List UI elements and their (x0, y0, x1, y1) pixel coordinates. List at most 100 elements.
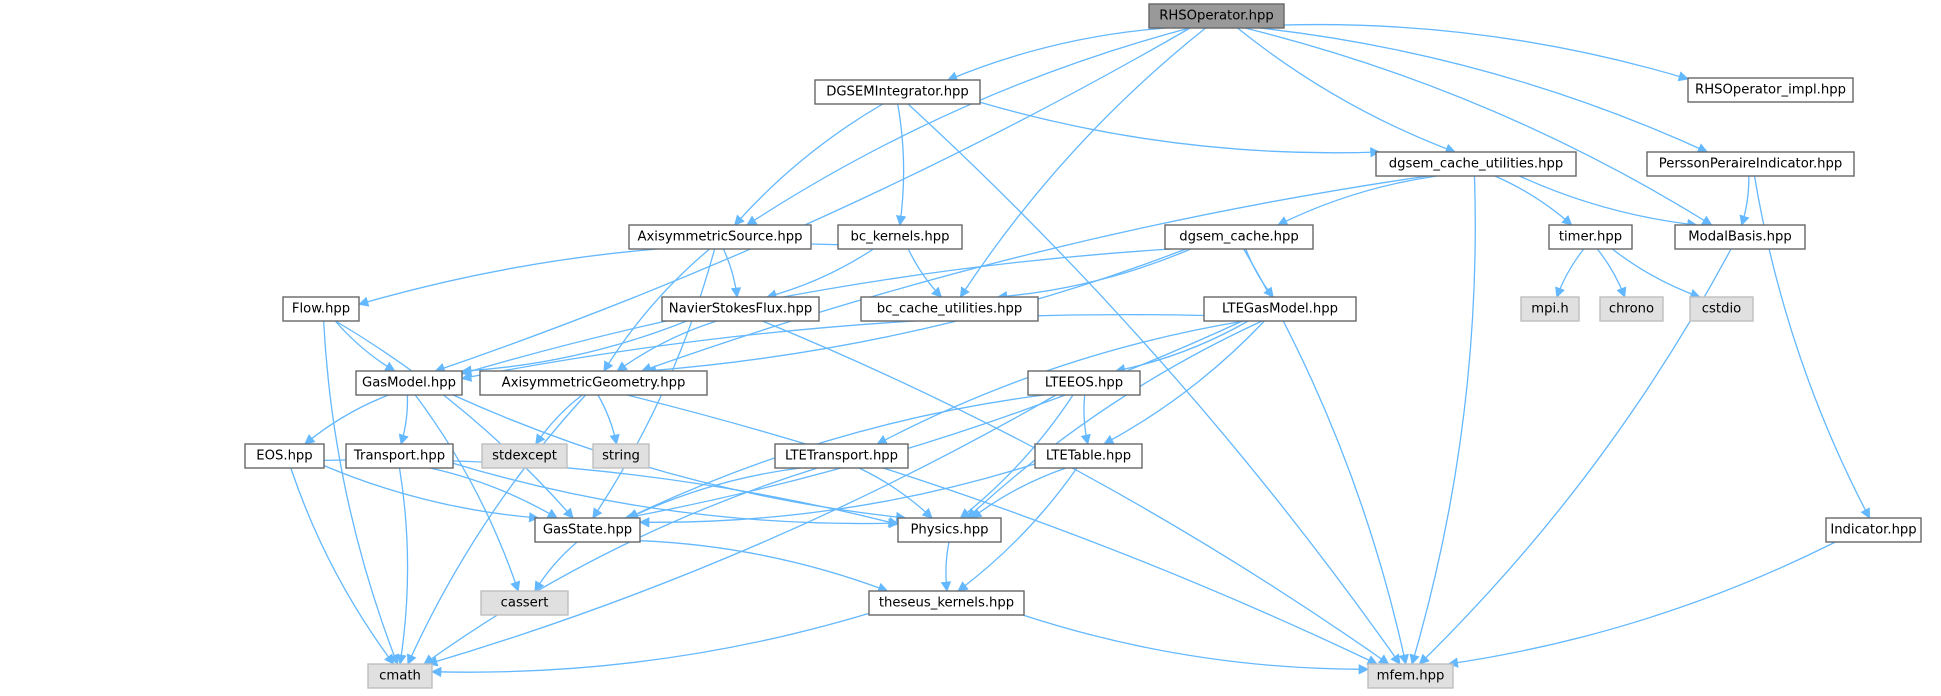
node-gasmodel[interactable]: GasModel.hpp (355, 370, 463, 396)
edge-ltegas-to-ltetrans (876, 320, 1245, 445)
node-box (837, 224, 963, 250)
node-box (868, 590, 1025, 616)
edge-gasmodel-to-cassert (414, 394, 521, 592)
node-cacheutil[interactable]: dgsem_cache_utilities.hpp (1375, 151, 1577, 177)
node-physics[interactable]: Physics.hpp (897, 517, 1002, 543)
node-bcutil[interactable]: bc_cache_utilities.hpp (860, 296, 1039, 322)
edge-cache-to-axigeo (645, 248, 1187, 376)
node-label: cmath (379, 669, 421, 684)
node-label: LTETransport.hpp (785, 449, 898, 464)
node-flow[interactable]: Flow.hpp (282, 296, 360, 322)
node-modal[interactable]: ModalBasis.hpp (1674, 224, 1806, 250)
edge-ltegas-to-gasstate (624, 320, 1243, 522)
edge-cacheutil-to-mfem (1409, 175, 1476, 665)
node-label: LTEEOS.hpp (1045, 376, 1123, 391)
edge-rhs-to-cacheutil (1237, 27, 1456, 154)
edge-rhs-to-persson (1259, 27, 1709, 153)
node-box (897, 517, 1002, 543)
edge-axigeo-to-stdexcept (535, 394, 583, 445)
node-rhs[interactable]: RHSOperator.hpp (1148, 3, 1285, 29)
edge-rhs-to-rhsimpl (1283, 23, 1689, 82)
node-label: bc_cache_utilities.hpp (877, 302, 1023, 317)
node-label: chrono (1609, 302, 1654, 317)
node-string: string (592, 443, 650, 469)
node-ltegas[interactable]: LTEGasModel.hpp (1203, 296, 1357, 322)
node-box (628, 224, 812, 250)
node-box (860, 296, 1039, 322)
edge-lteeos-to-ltetable (1080, 394, 1091, 446)
node-box (534, 517, 641, 543)
node-label: Flow.hpp (292, 302, 350, 317)
node-lteeos[interactable]: LTEEOS.hpp (1027, 370, 1141, 396)
node-dgsemint[interactable]: DGSEMIntegrator.hpp (814, 79, 981, 105)
node-axisrc[interactable]: AxisymmetricSource.hpp (628, 224, 812, 250)
edge-axigeo-to-mfem (626, 394, 1378, 665)
node-rhsimpl[interactable]: RHSOperator_impl.hpp (1687, 77, 1854, 103)
node-label: cassert (501, 596, 549, 611)
edge-bckern-to-flow (358, 243, 839, 307)
edge-lteeos-to-physics (959, 394, 1074, 519)
edge-cacheutil-to-timer (1494, 175, 1573, 226)
node-axigeo[interactable]: AxisymmetricGeometry.hpp (479, 370, 708, 396)
edge-nsflux-to-mfem (762, 320, 1390, 665)
node-box (1034, 443, 1143, 469)
edge-gasmodel-to-eos (304, 394, 389, 445)
node-bckern[interactable]: bc_kernels.hpp (837, 224, 963, 250)
node-label: string (602, 449, 640, 464)
edge-axigeo-to-string (597, 394, 620, 446)
edge-ltetable-to-theseus (957, 467, 1078, 592)
node-timer[interactable]: timer.hpp (1548, 224, 1633, 250)
edge-rhs-to-dgsemint (946, 27, 1167, 82)
edge-cacheutil-to-axigeo (640, 175, 1428, 373)
edge-timer-to-chrono (1596, 248, 1627, 298)
edge-physics-to-theseus (940, 541, 952, 593)
node-eos[interactable]: EOS.hpp (244, 443, 325, 469)
node-box (1646, 151, 1855, 177)
edge-transport-to-physics (452, 462, 900, 529)
node-mpi: mpi.h (1520, 296, 1580, 322)
node-indicator[interactable]: Indicator.hpp (1825, 517, 1922, 543)
node-label: dgsem_cache_utilities.hpp (1389, 157, 1563, 172)
node-ltetrans[interactable]: LTETransport.hpp (774, 443, 909, 469)
node-label: PerssonPeraireIndicator.hpp (1659, 157, 1843, 172)
node-gasstate[interactable]: GasState.hpp (534, 517, 641, 543)
node-label: AxisymmetricSource.hpp (637, 230, 802, 245)
edge-ltetrans-to-gasstate (627, 467, 801, 519)
edge-ltetable-to-gasstate (638, 463, 1036, 528)
node-label: ModalBasis.hpp (1688, 230, 1791, 245)
node-label: LTEGasModel.hpp (1222, 302, 1338, 317)
node-nsflux[interactable]: NavierStokesFlux.hpp (661, 296, 820, 322)
node-ltetable[interactable]: LTETable.hpp (1034, 443, 1143, 469)
node-label: RHSOperator.hpp (1159, 9, 1274, 24)
node-box (592, 443, 650, 469)
node-box (1027, 370, 1141, 396)
node-cmath: cmath (367, 663, 433, 689)
edge-ltetrans-to-cmath (423, 467, 818, 665)
node-transport[interactable]: Transport.hpp (345, 443, 454, 469)
node-box (1367, 663, 1454, 689)
edge-timer-to-mpi (1555, 248, 1585, 298)
node-cache[interactable]: dgsem_cache.hpp (1164, 224, 1314, 250)
edge-lteeos-to-cmath (427, 394, 1057, 667)
edge-cacheutil-to-modal (1519, 175, 1698, 230)
edge-dgsemint-to-axisrc (734, 103, 884, 226)
edge-dgsemint-to-bckern (895, 103, 907, 227)
node-label: timer.hpp (1559, 230, 1622, 245)
node-box (1689, 296, 1754, 322)
edge-flow-to-cmath (322, 320, 399, 665)
edge-flow-to-gasstate (335, 320, 574, 519)
node-box (479, 370, 708, 396)
node-label: GasModel.hpp (362, 376, 456, 391)
edge-persson-to-indicator (1753, 175, 1871, 519)
edge-ltegas-to-physics (966, 320, 1263, 519)
node-theseus[interactable]: theseus_kernels.hpp (868, 590, 1025, 616)
node-persson[interactable]: PerssonPeraireIndicator.hpp (1646, 151, 1855, 177)
node-chrono: chrono (1599, 296, 1664, 322)
node-label: cstdio (1702, 302, 1741, 317)
node-label: Physics.hpp (910, 523, 988, 538)
node-box (661, 296, 820, 322)
node-label: dgsem_cache.hpp (1179, 230, 1299, 245)
node-box (1687, 77, 1854, 103)
edge-ltetrans-to-physics (858, 467, 933, 519)
